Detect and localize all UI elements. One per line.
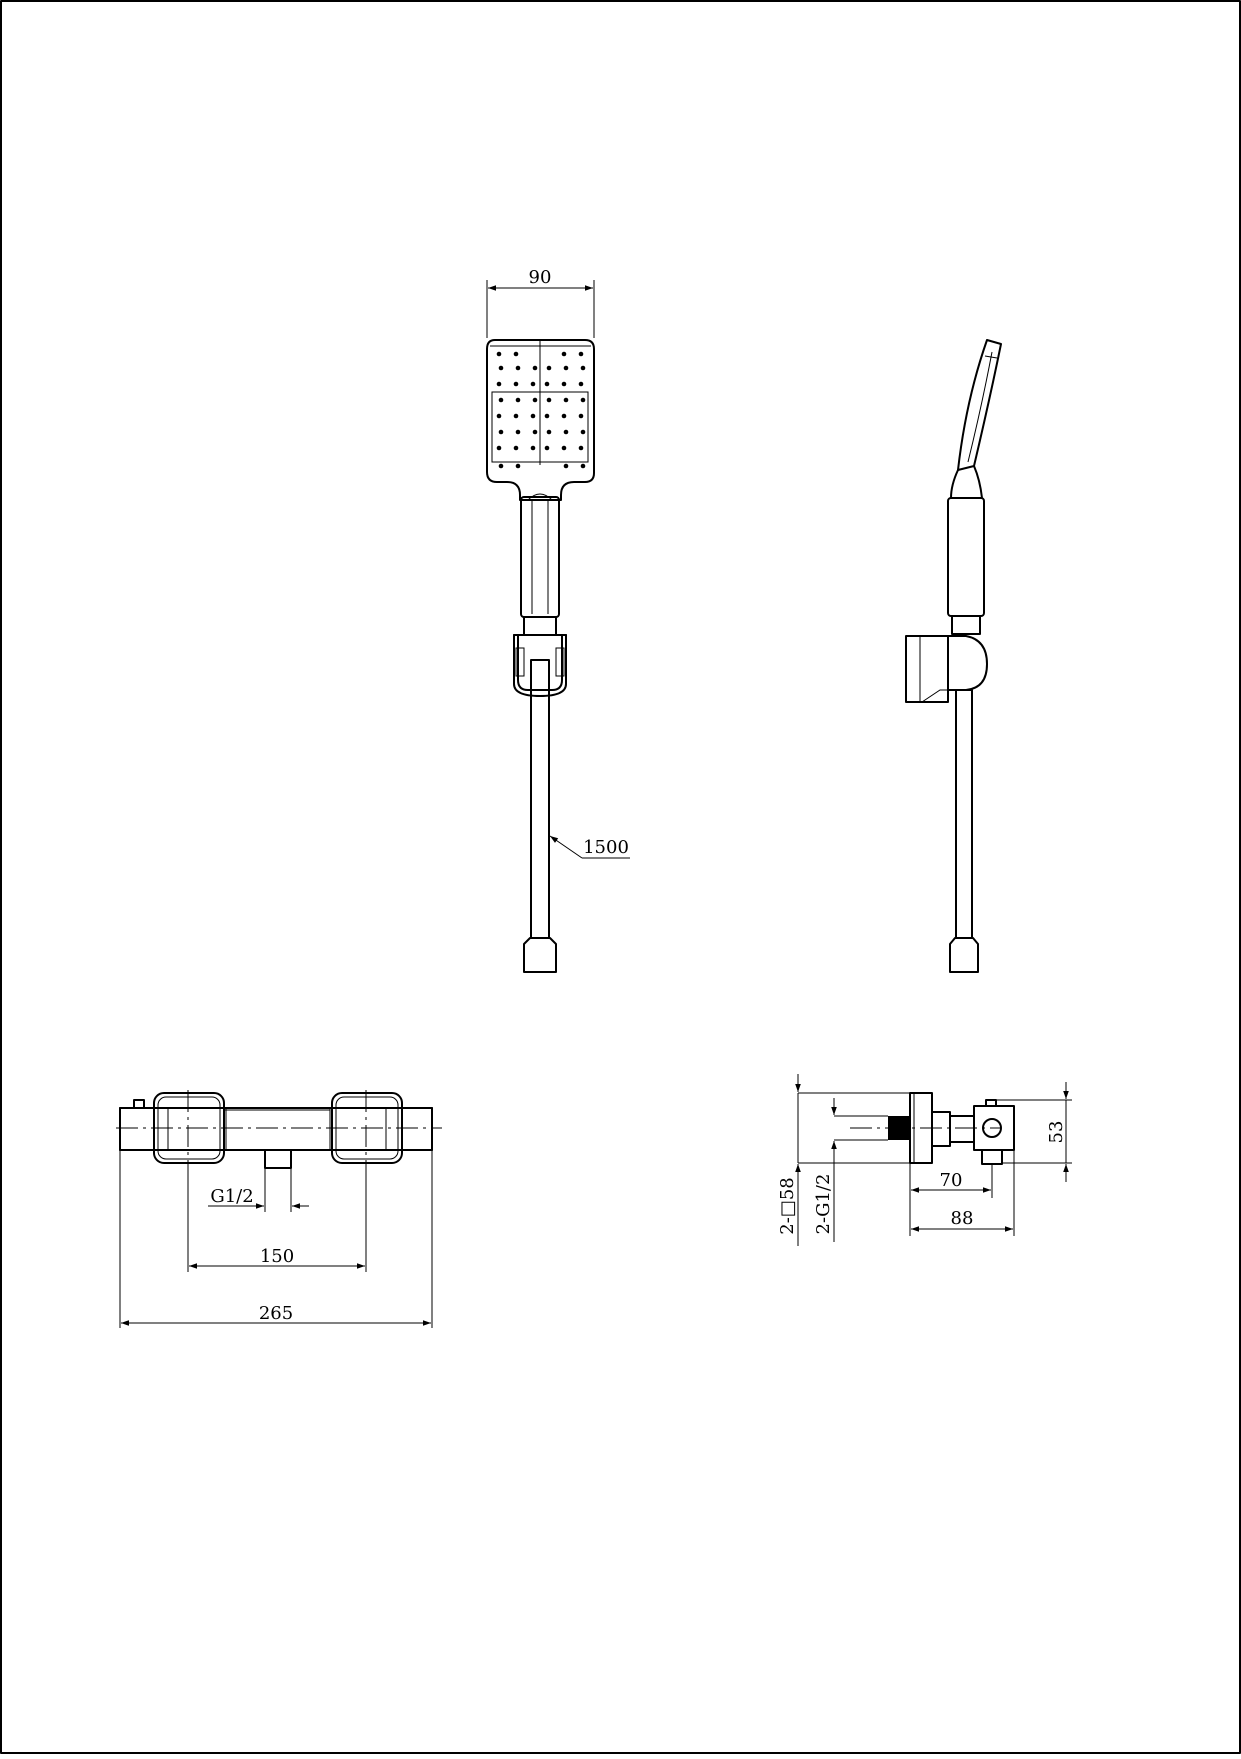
spray-nozzle — [578, 413, 584, 419]
spray-nozzle — [580, 463, 586, 469]
dim-connector-thread-label: 2-G1/2 — [813, 1174, 834, 1235]
spray-nozzle — [498, 463, 504, 469]
spray-nozzle — [561, 413, 567, 419]
spray-nozzle — [578, 445, 584, 451]
right-body-segment — [329, 1107, 387, 1151]
hose-connector-nut — [523, 616, 557, 636]
spray-nozzle — [578, 381, 584, 387]
spray-nozzle — [532, 429, 538, 435]
spray-nozzle — [561, 445, 567, 451]
thermostatic-mixer-side-view: 2-□58 2-G1/2 53 70 88 — [777, 1074, 1072, 1246]
spray-nozzle — [563, 397, 569, 403]
dim-depth-outer-label: 88 — [951, 1208, 974, 1229]
side-wall-block — [905, 635, 949, 703]
spray-nozzle — [515, 397, 521, 403]
spray-nozzle — [496, 413, 502, 419]
spray-nozzle — [498, 365, 504, 371]
left-body-segment — [167, 1107, 227, 1151]
spray-nozzle — [513, 445, 519, 451]
spray-nozzle — [496, 351, 502, 357]
spray-nozzle — [580, 397, 586, 403]
mixer-outlet-spout — [264, 1149, 292, 1169]
side-head-profile — [957, 339, 1002, 471]
spray-nozzle — [580, 429, 586, 435]
spray-nozzle — [546, 429, 552, 435]
connector-nut — [949, 1115, 975, 1143]
spray-nozzle — [496, 445, 502, 451]
spray-nozzle — [513, 381, 519, 387]
spray-nozzle — [515, 463, 521, 469]
spray-nozzle — [578, 351, 584, 357]
holder-left-clip — [515, 647, 525, 677]
holder-inner — [517, 634, 563, 691]
spray-nozzle — [544, 381, 550, 387]
spray-nozzle — [513, 351, 519, 357]
dim-head-width-label: 90 — [529, 267, 552, 288]
spray-zone-outline — [491, 391, 589, 463]
dim-depth-inner-label: 70 — [940, 1170, 963, 1191]
hose-end-ferrule — [523, 937, 557, 973]
shower-handle — [520, 496, 560, 618]
spray-nozzle — [561, 351, 567, 357]
mixer-body-bar-stroke — [119, 1107, 433, 1151]
hand-shower-side-view — [905, 339, 1002, 973]
spray-nozzle — [515, 365, 521, 371]
dim-1500-leader — [549, 835, 583, 859]
dim-body-length-label: 265 — [259, 1303, 293, 1324]
spray-nozzle — [513, 413, 519, 419]
side-head-tip-line — [984, 355, 998, 359]
spray-nozzle — [546, 397, 552, 403]
holder-right-clip — [555, 647, 565, 677]
spray-nozzle — [563, 429, 569, 435]
shower-head-outline — [486, 339, 595, 501]
body-top-stub — [133, 1099, 145, 1109]
side-connector-nut — [951, 615, 981, 635]
spray-nozzle — [496, 381, 502, 387]
spray-nozzle — [563, 463, 569, 469]
side-holder-chamfer — [921, 689, 950, 703]
mixer-top-stub — [985, 1099, 997, 1107]
side-shower-handle — [947, 497, 985, 617]
spray-nozzle — [532, 365, 538, 371]
dim-connector-square-label: 2-□58 — [777, 1177, 798, 1234]
spray-nozzle — [498, 397, 504, 403]
dim-inlet-spacing-label: 150 — [260, 1246, 294, 1267]
mixer-body-bar — [119, 1107, 433, 1151]
side-holder-clamp — [947, 635, 988, 691]
hand-shower-front-view: 90 1500 — [486, 267, 630, 973]
spray-nozzle — [563, 365, 569, 371]
side-shower-hose — [955, 689, 973, 939]
shower-hose — [530, 659, 550, 939]
spray-nozzle — [515, 429, 521, 435]
spray-nozzle — [580, 365, 586, 371]
side-head-inner-line — [967, 351, 993, 463]
side-head-neck — [950, 465, 983, 499]
eccentric-connector — [931, 1111, 951, 1147]
shower-holder-bracket — [513, 634, 567, 697]
dim-hose-length-label: 1500 — [583, 837, 629, 858]
spray-nozzle — [532, 397, 538, 403]
spray-nozzle — [544, 445, 550, 451]
spray-nozzle — [530, 381, 536, 387]
mixer-bottom-outlet — [981, 1149, 1003, 1165]
side-hose-end-ferrule — [949, 937, 979, 973]
dim-inlet-thread-label: G1/2 — [210, 1186, 253, 1207]
spray-nozzle — [546, 365, 552, 371]
dim-wall-height-label: 53 — [1046, 1121, 1067, 1144]
spray-nozzle — [544, 413, 550, 419]
spray-nozzle-dots — [496, 351, 586, 469]
spray-nozzle — [530, 445, 536, 451]
spray-nozzle — [530, 413, 536, 419]
spray-nozzle — [498, 429, 504, 435]
thermostatic-mixer-front-view: G1/2 150 265 — [116, 1090, 442, 1328]
head-neck-arc — [527, 493, 553, 501]
spray-nozzle — [561, 381, 567, 387]
